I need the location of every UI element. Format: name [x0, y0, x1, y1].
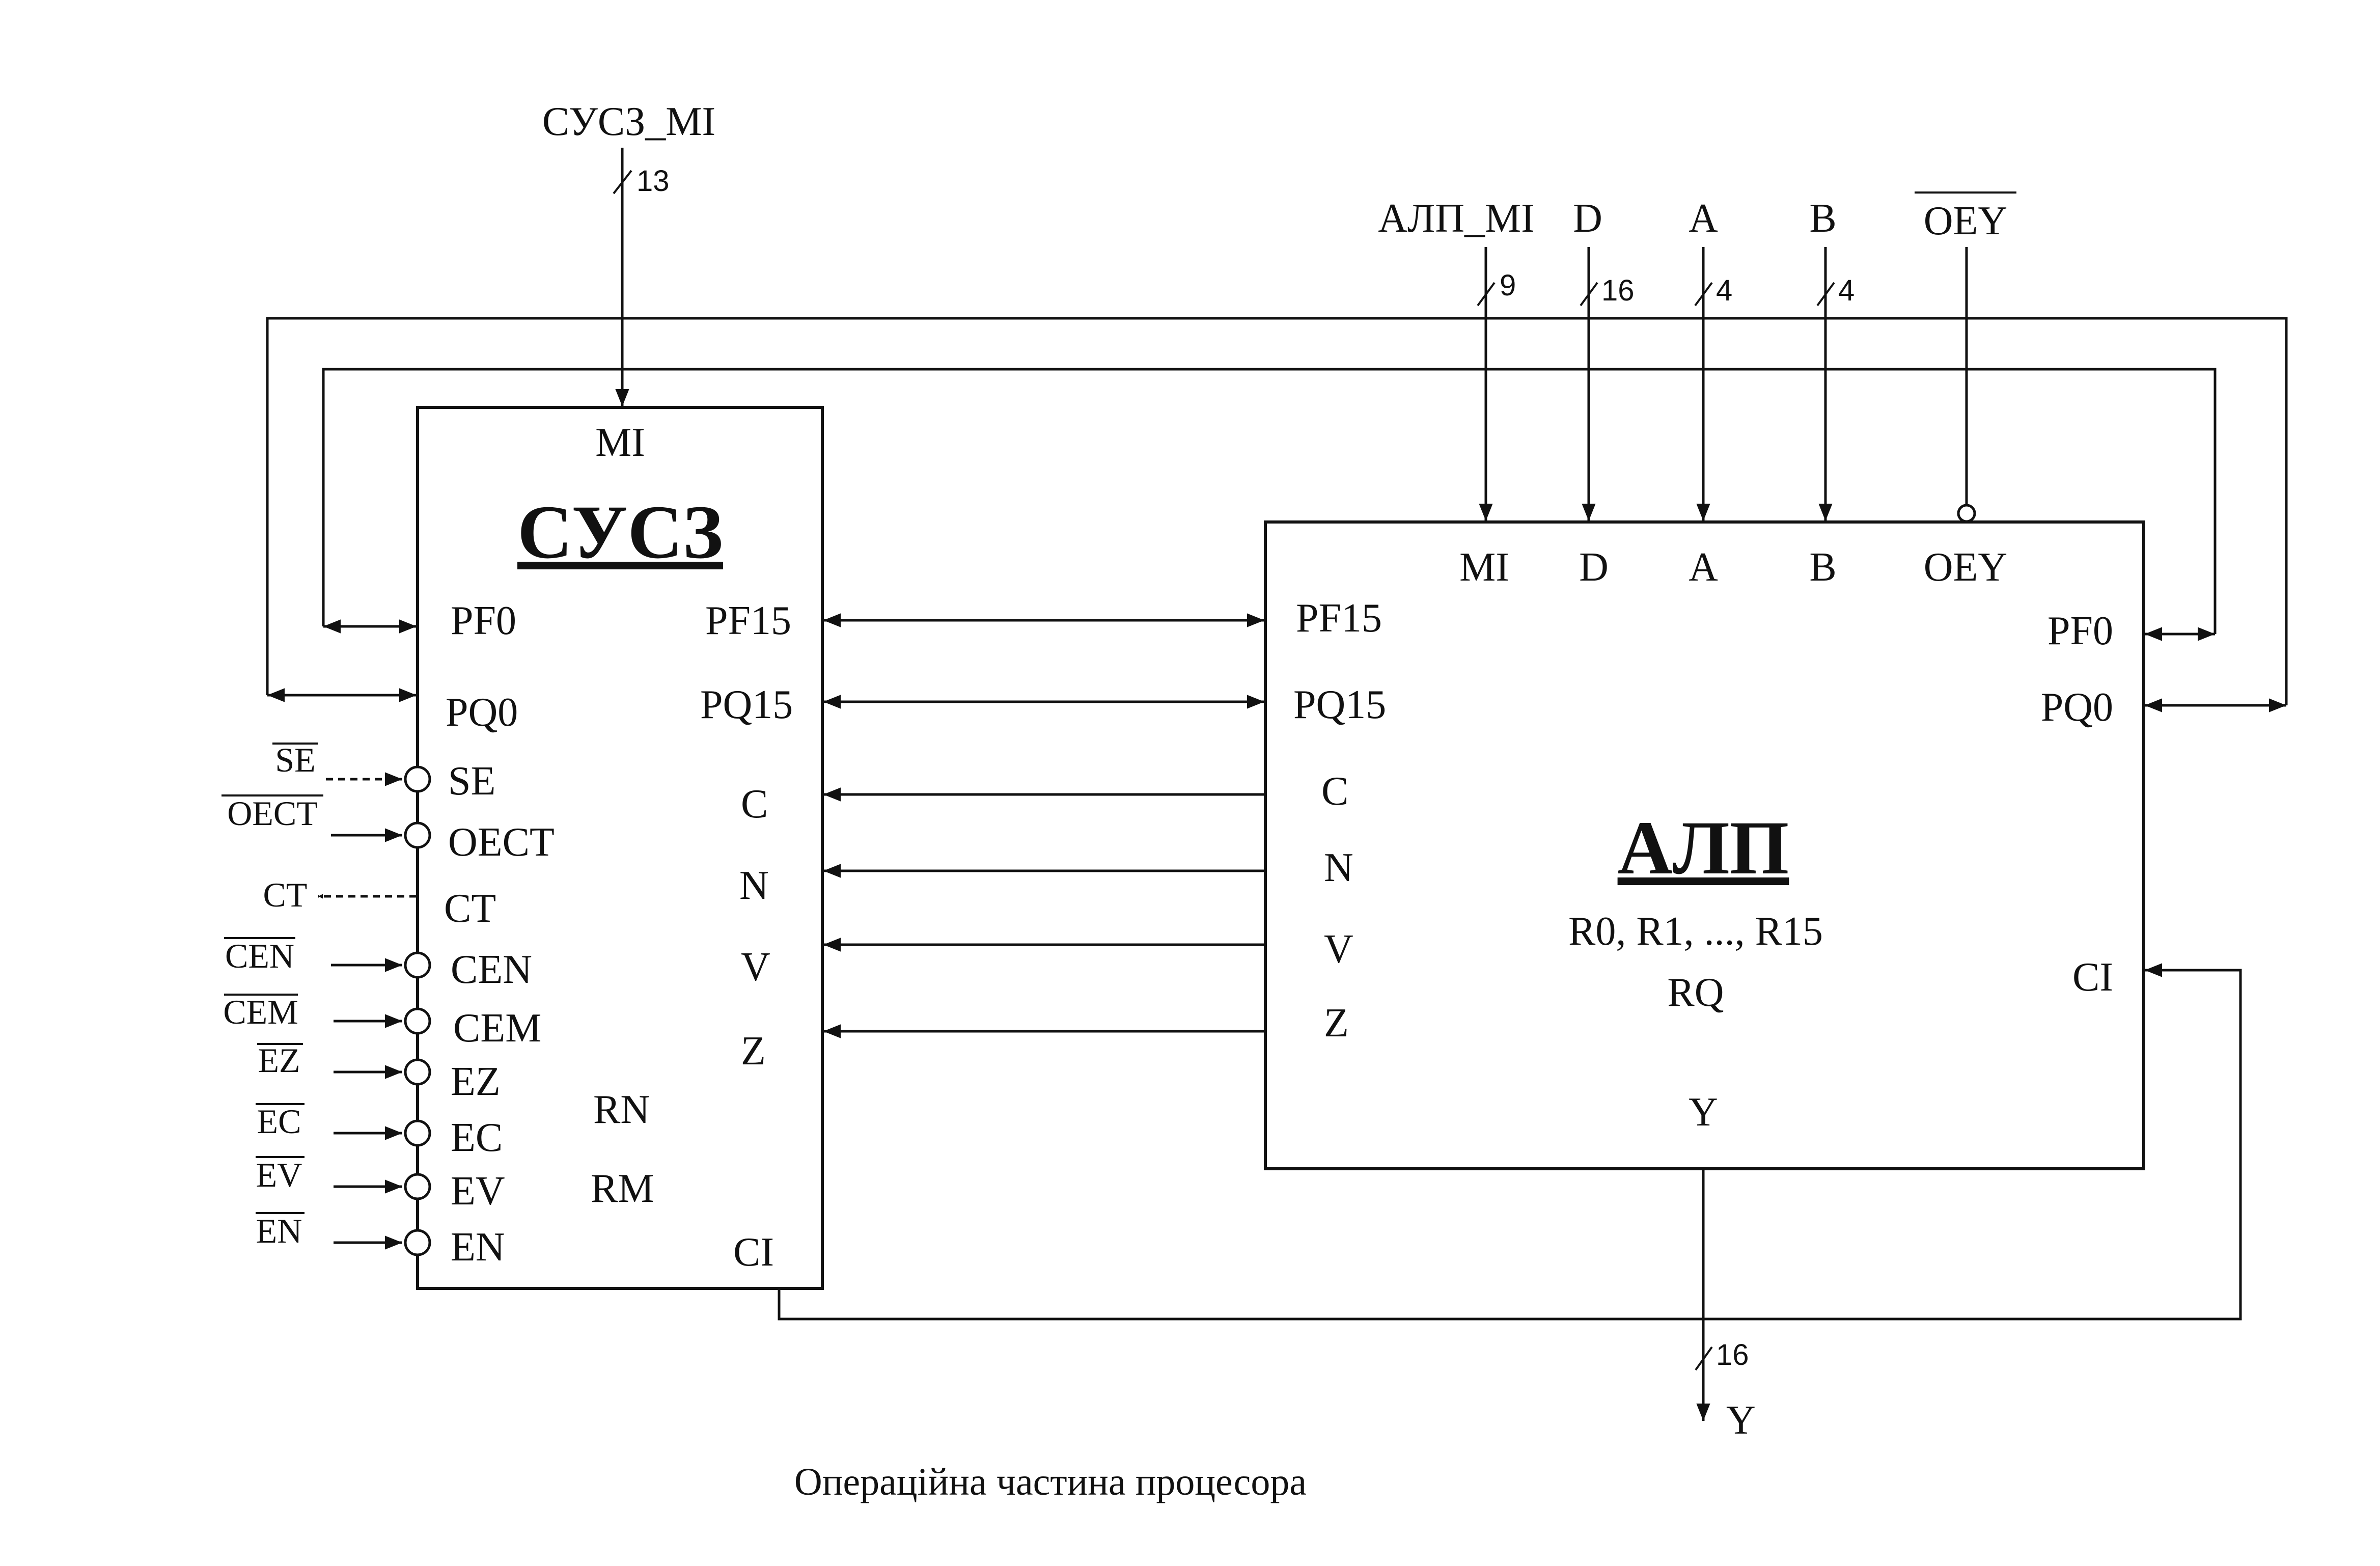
- alu-pin-d: D: [1579, 545, 1609, 590]
- sucz-pin-v: V: [741, 945, 770, 990]
- cem-inversion-bubble: [404, 1007, 431, 1035]
- y-bus-width: 16: [1716, 1338, 1749, 1371]
- alu-pin-z: Z: [1324, 1001, 1349, 1046]
- alu-title: АЛП: [1618, 806, 1789, 890]
- sucz-pin-mi: MI: [595, 420, 645, 465]
- alu-pin-b: B: [1809, 545, 1836, 590]
- se-signal-label: SE: [275, 740, 315, 779]
- alu-pin-mi: MI: [1459, 545, 1509, 590]
- sucz-mi-bus-slash: [613, 170, 632, 195]
- ci-link: [778, 963, 2242, 1321]
- b-bus-slash: [1816, 282, 1835, 307]
- ec-signal-label: EC: [257, 1102, 301, 1141]
- sucz-pin-cen: CEN: [451, 947, 532, 992]
- alu-pin-pf15: PF15: [1296, 596, 1382, 641]
- en-signal-label: EN: [256, 1212, 302, 1250]
- alu-registers: R0, R1, ..., R15: [1568, 909, 1823, 954]
- oey-inversion-bubble: [1957, 504, 1976, 523]
- alu-pin-oey: OEY: [1924, 545, 2007, 590]
- sucz-pin-ci: CI: [733, 1230, 774, 1275]
- ez-signal-label: EZ: [258, 1041, 300, 1080]
- sucz-pin-ct: CT: [444, 886, 496, 931]
- pq0-loop-wire: [266, 317, 2288, 705]
- d-bus-width: 16: [1601, 274, 1635, 307]
- pf0-loop-wire: [322, 368, 2217, 634]
- alu-pin-pf0: PF0: [2047, 609, 2113, 653]
- sucz-mi-bus-width: 13: [636, 164, 670, 198]
- en-inversion-bubble: [404, 1229, 431, 1256]
- alu-pin-c: C: [1321, 769, 1348, 814]
- a-bus-width: 4: [1716, 274, 1732, 307]
- alu-pin-ci: CI: [2072, 955, 2113, 1000]
- ct-signal-label: CT: [263, 875, 308, 914]
- se-inversion-bubble: [404, 765, 431, 793]
- sucz-pin-en: EN: [451, 1225, 505, 1270]
- b-input-label: B: [1809, 196, 1836, 241]
- y-bus-slash: [1695, 1346, 1713, 1371]
- b-bus-width: 4: [1838, 274, 1855, 307]
- sucz-title: СУСЗ: [517, 490, 723, 574]
- alu-pin-v: V: [1324, 927, 1353, 972]
- sucz-pin-c: C: [741, 782, 768, 827]
- y-output-label: Y: [1726, 1398, 1756, 1443]
- alu-pin-a: A: [1689, 545, 1718, 590]
- ez-inversion-bubble: [404, 1058, 431, 1086]
- sucz-pin-ev: EV: [451, 1169, 505, 1214]
- alu-block: [1264, 520, 2145, 1170]
- a-input-label: A: [1689, 196, 1718, 241]
- sucz-pin-pq15: PQ15: [700, 682, 793, 727]
- d-bus-slash: [1580, 282, 1598, 307]
- alu-pin-y: Y: [1689, 1090, 1718, 1135]
- sucz-pin-ec: EC: [451, 1115, 503, 1160]
- sucz-pin-oect: OECT: [448, 820, 555, 865]
- alu-mi-bus-width: 9: [1500, 269, 1516, 302]
- alu-pin-pq0: PQ0: [2041, 685, 2113, 730]
- sucz-pin-rn: RN: [593, 1087, 650, 1132]
- oect-signal-label: OECT: [227, 794, 318, 833]
- alu-mi-input-label: АЛП_MI: [1378, 196, 1535, 241]
- diagram-caption: Операційна частина процесора: [794, 1461, 1307, 1503]
- sucz-pin-rm: RM: [591, 1166, 654, 1211]
- alu-mi-bus-slash: [1477, 282, 1496, 307]
- sucz-pin-pf15: PF15: [705, 598, 791, 643]
- a-bus-slash: [1694, 282, 1713, 307]
- ev-inversion-bubble: [404, 1173, 431, 1200]
- cen-signal-label: CEN: [225, 937, 294, 975]
- cen-inversion-bubble: [404, 951, 431, 979]
- sucz-pin-z: Z: [741, 1029, 766, 1074]
- alu-pin-pq15: PQ15: [1293, 682, 1386, 727]
- sucz-pin-pq0: PQ0: [446, 690, 518, 735]
- alu-pin-n: N: [1324, 845, 1353, 890]
- oect-inversion-bubble: [404, 821, 431, 849]
- d-input-label: D: [1573, 196, 1602, 241]
- cem-signal-label: CEM: [223, 993, 298, 1031]
- ev-signal-label: EV: [256, 1156, 302, 1194]
- sucz-pin-pf0: PF0: [451, 598, 516, 643]
- oey-input-label: OEY: [1924, 199, 2007, 243]
- sucz-pin-ez: EZ: [451, 1059, 501, 1104]
- sucz-pin-n: N: [739, 863, 769, 908]
- sucz-mi-input-label: СУСЗ_MI: [542, 99, 715, 144]
- ec-inversion-bubble: [404, 1119, 431, 1147]
- sucz-pin-cem: CEM: [453, 1006, 541, 1051]
- alu-rq: RQ: [1667, 970, 1724, 1015]
- sucz-pin-se: SE: [448, 759, 495, 804]
